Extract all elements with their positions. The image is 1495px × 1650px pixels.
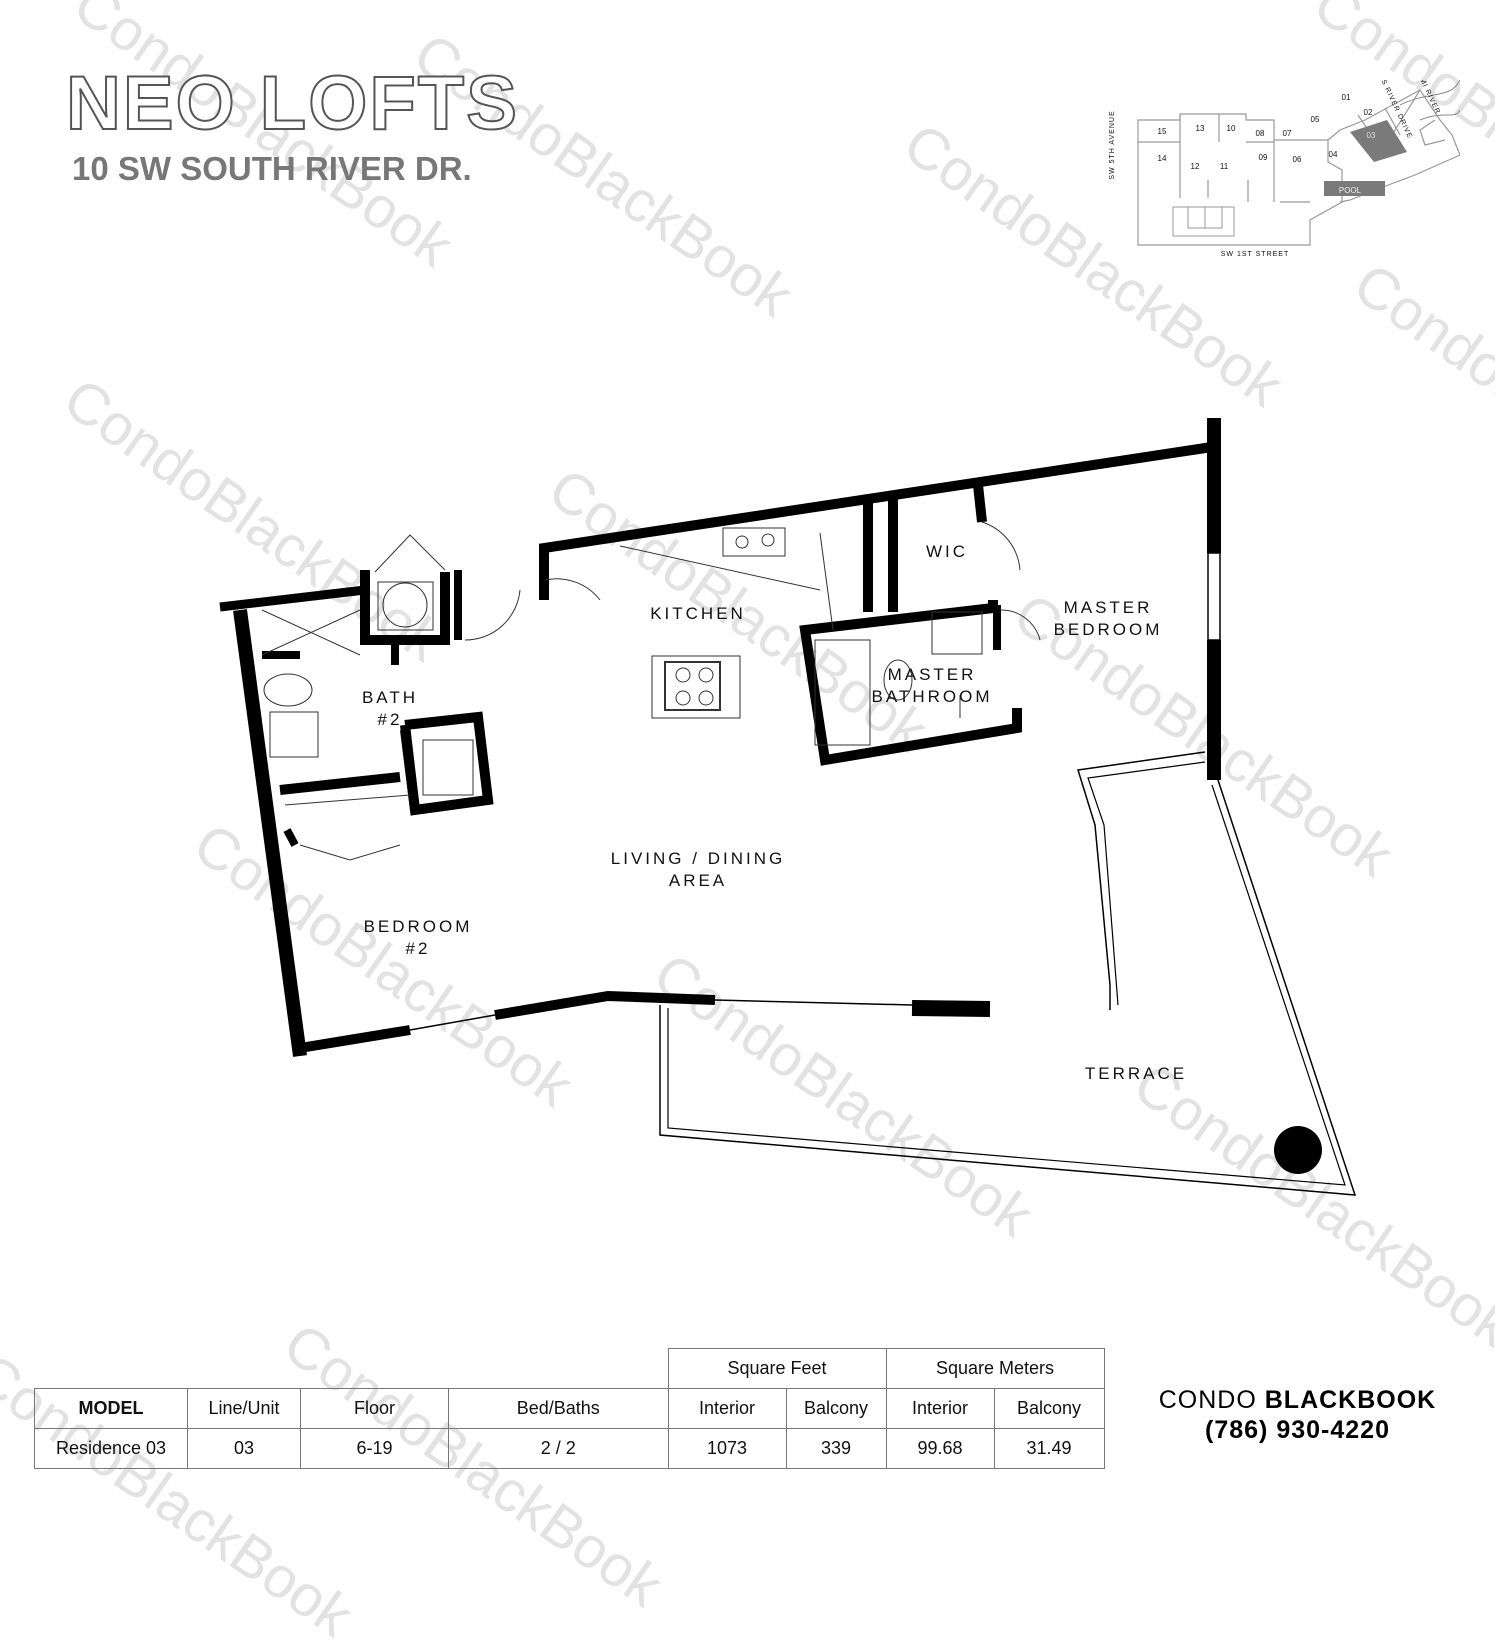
key-unit: 05 (1311, 115, 1320, 124)
key-unit: 14 (1158, 154, 1167, 163)
cell-line-unit: 03 (187, 1428, 301, 1469)
header-sqm-interior: Interior (885, 1388, 995, 1429)
street-label: SW 1ST STREET (1221, 251, 1290, 258)
room-label-bath-2: BATH #2 (362, 687, 418, 731)
room-label-wic: WIC (925, 542, 969, 561)
label-line: LIVING / DINING (610, 849, 786, 868)
label-line: MASTER (1063, 598, 1153, 617)
key-unit: 03 (1367, 131, 1376, 140)
header-sqm-balcony: Balcony (993, 1388, 1105, 1429)
group-header-square-meters: Square Meters (885, 1348, 1105, 1389)
brand-phone: (786) 930-4220 (1205, 1416, 1390, 1444)
brand-name-light: CONDO (1158, 1386, 1257, 1414)
cell-sqft-balcony: 339 (785, 1428, 887, 1469)
key-unit: 02 (1364, 108, 1373, 117)
brand-name-bold: BLACKBOOK (1264, 1386, 1437, 1414)
cell-bed-baths: 2 / 2 (448, 1428, 669, 1469)
street-label: SW 5TH AVENUE (1109, 110, 1116, 179)
room-label-terrace: TERRACE (1084, 1064, 1188, 1083)
key-unit: 09 (1259, 153, 1268, 162)
address: 10 SW SOUTH RIVER DR. (72, 150, 472, 187)
cell-sqm-balcony: 31.49 (993, 1428, 1105, 1469)
label-line: BATHROOM (871, 687, 993, 706)
label-line: #2 (405, 939, 431, 958)
cell-model: Residence 03 (34, 1428, 188, 1469)
key-unit: 15 (1158, 127, 1167, 136)
label-line: BATH (361, 688, 419, 707)
room-label-living-dining: LIVING / DINING AREA (611, 848, 785, 892)
key-unit: 06 (1293, 155, 1302, 164)
key-unit: 07 (1283, 129, 1292, 138)
brand-logo: CONDO BLACKBOOK (786) 930-4220 (1135, 1385, 1460, 1445)
page-title: NEO LOFTS (65, 61, 519, 146)
pool-label: POOL (1339, 186, 1362, 195)
room-label-master-bedroom: MASTER BEDROOM (1054, 597, 1163, 641)
unit-specs-table: Square Feet Square Meters MODEL Line/Uni… (34, 1348, 1105, 1469)
header-sqft-interior: Interior (667, 1388, 787, 1429)
group-header-square-feet: Square Feet (667, 1348, 887, 1389)
key-unit: 08 (1256, 129, 1265, 138)
cell-sqm-interior: 99.68 (885, 1428, 995, 1469)
room-label-kitchen: KITCHEN (650, 604, 746, 623)
header-model: MODEL (34, 1388, 188, 1429)
room-label-bedroom-2: BEDROOM #2 (364, 916, 473, 960)
header-sqft-balcony: Balcony (785, 1388, 887, 1429)
header-line-unit: Line/Unit (187, 1388, 301, 1429)
key-unit: 13 (1196, 124, 1205, 133)
column (1274, 1126, 1322, 1174)
key-unit: 04 (1329, 150, 1338, 159)
key-unit: 01 (1342, 93, 1351, 102)
key-unit: 11 (1220, 162, 1229, 171)
header-bed-baths: Bed/Baths (448, 1388, 669, 1429)
label-line: MASTER (887, 665, 977, 684)
cell-sqft-interior: 1073 (667, 1428, 787, 1469)
floor-plan (219, 418, 1357, 1196)
highlight-unit-03 (1350, 120, 1407, 162)
header-floor: Floor (300, 1388, 449, 1429)
label-line: BEDROOM (1053, 620, 1163, 639)
key-unit: 12 (1191, 162, 1200, 171)
key-unit: 10 (1227, 124, 1236, 133)
label-line: #2 (377, 710, 403, 729)
label-line: AREA (668, 871, 728, 890)
room-label-master-bathroom: MASTER BATHROOM (872, 664, 993, 708)
label-line: BEDROOM (363, 917, 473, 936)
key-plan: 15 13 10 08 07 05 01 02 03 04 06 09 11 1… (1109, 80, 1460, 258)
cell-floor: 6-19 (300, 1428, 449, 1469)
table-row: Residence 03 03 6-19 2 / 2 1073 339 99.6… (34, 1428, 1105, 1469)
